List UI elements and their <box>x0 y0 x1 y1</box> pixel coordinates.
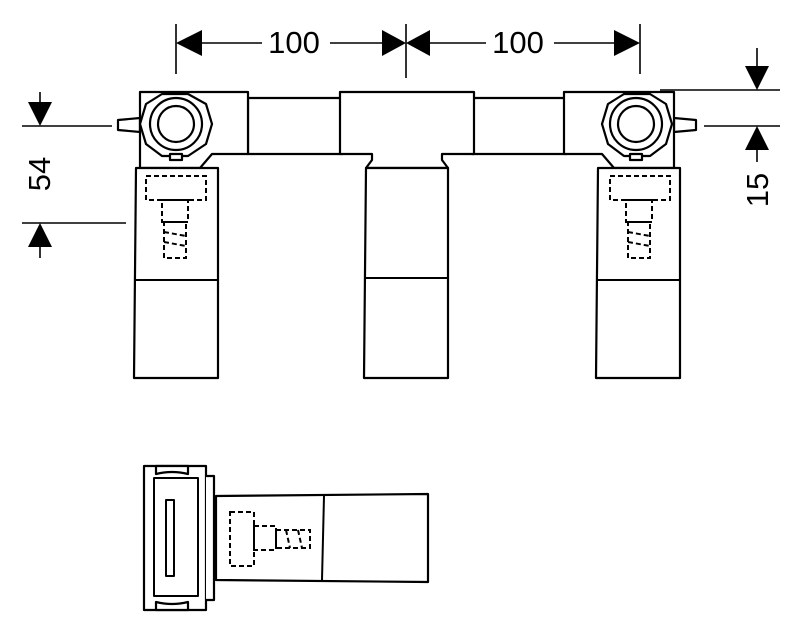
dimension-spacing: 100 100 <box>175 24 641 78</box>
dimension-height: 54 <box>22 92 126 258</box>
dimension-offset: 15 <box>660 48 780 207</box>
hidden-cartridge-left <box>145 175 207 259</box>
knob-right <box>600 92 674 162</box>
dimension-label-height: 54 <box>22 157 57 191</box>
front-view <box>116 90 698 380</box>
dimension-label-right: 100 <box>492 25 544 60</box>
side-view <box>142 464 430 612</box>
hidden-cartridge-right <box>609 175 671 259</box>
dimension-label-left: 100 <box>268 25 320 60</box>
dimension-label-offset: 15 <box>740 173 775 207</box>
knob-left <box>138 92 214 162</box>
